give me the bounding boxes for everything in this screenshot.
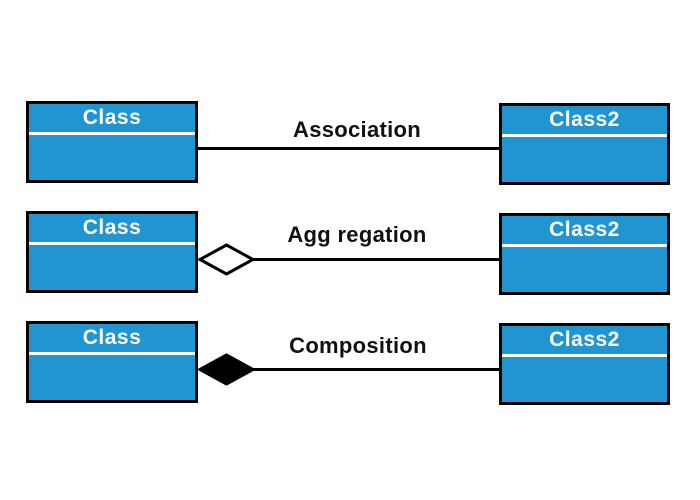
composition-line bbox=[252, 368, 500, 371]
class-box-right-composition: Class2 bbox=[499, 323, 670, 405]
class-box-body bbox=[29, 245, 195, 290]
class-box-left-composition: Class bbox=[26, 321, 198, 403]
class-box-title: Class2 bbox=[502, 106, 667, 137]
class-box-title: Class bbox=[29, 324, 195, 355]
composition-label: Composition bbox=[289, 333, 427, 358]
class-box-body bbox=[502, 247, 667, 292]
class-box-title: Class2 bbox=[502, 216, 667, 247]
aggregation-line bbox=[252, 258, 500, 261]
class-box-body bbox=[29, 355, 195, 400]
association-line bbox=[197, 147, 500, 150]
class-box-title: Class2 bbox=[502, 326, 667, 357]
class-box-right-aggregation: Class2 bbox=[499, 213, 670, 295]
class-box-body bbox=[502, 137, 667, 182]
class-box-left-aggregation: Class bbox=[26, 211, 198, 293]
class-box-title: Class bbox=[29, 104, 195, 135]
filled-diamond-icon bbox=[198, 353, 255, 386]
class-box-left-association: Class bbox=[26, 101, 198, 183]
class-box-right-association: Class2 bbox=[499, 103, 670, 185]
class-box-body bbox=[29, 135, 195, 180]
class-box-body bbox=[502, 357, 667, 402]
aggregation-label: Agg regation bbox=[287, 222, 427, 247]
hollow-diamond-icon bbox=[198, 243, 255, 276]
class-box-title: Class bbox=[29, 214, 195, 245]
association-label: Association bbox=[293, 117, 421, 142]
